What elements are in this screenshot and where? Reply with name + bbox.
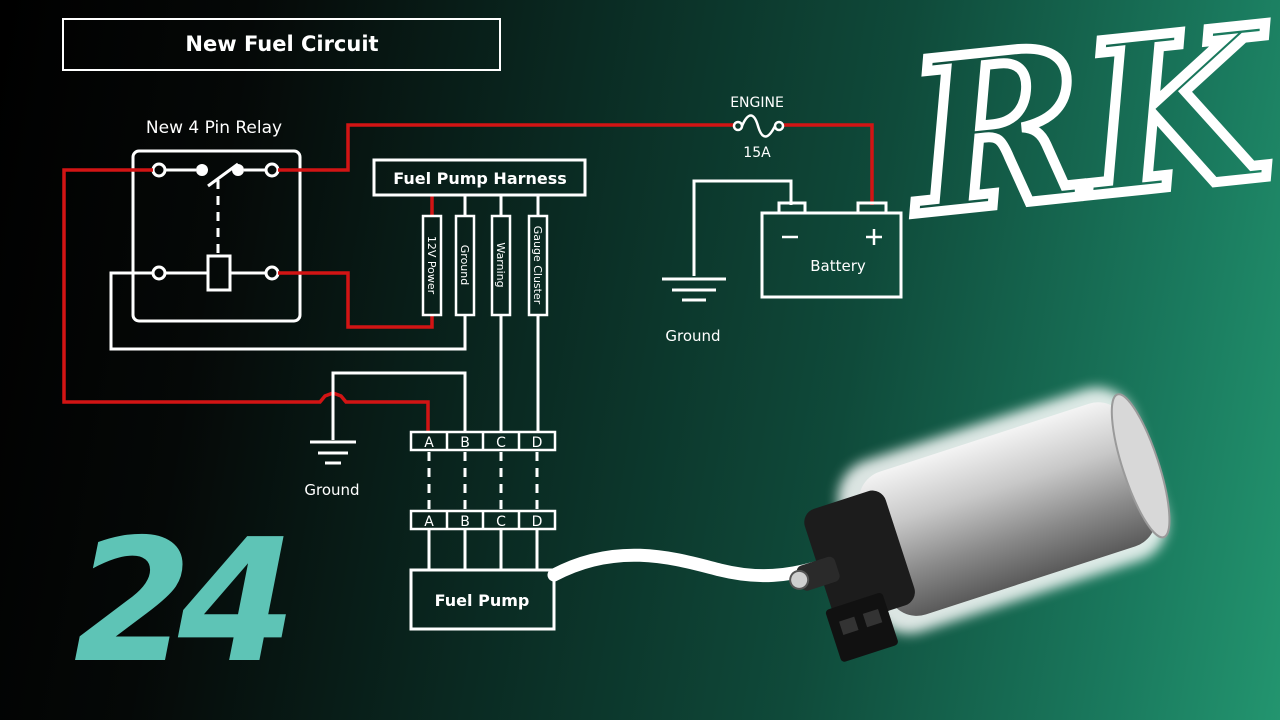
connector-top-b: B (460, 435, 470, 451)
connector-bottom-c: C (496, 514, 506, 530)
connector-top: A B C D (409, 430, 557, 452)
connector-bottom-a: A (424, 514, 434, 530)
harness-pin-warning (490, 214, 512, 317)
relay-pin-86 (151, 265, 167, 281)
rk-logo: RK (894, 0, 1280, 264)
fuel-pump-harness: Fuel Pump Harness 12V Power Ground Warni… (372, 158, 587, 317)
signal-wires (109, 179, 793, 440)
episode-number: 24 (74, 503, 286, 701)
harness-pin-gauge (527, 214, 549, 317)
relay-label: New 4 Pin Relay (146, 118, 282, 138)
fuse: ENGINE 15A (730, 95, 785, 161)
harness-pin-label-warning: Warning (494, 242, 507, 287)
fuel-pump-image (789, 387, 1171, 662)
fuel-pump-label: Fuel Pump (435, 591, 530, 610)
connector-top-a: A (424, 435, 434, 451)
relay-pin-85 (264, 265, 280, 281)
pump-cable (547, 548, 822, 583)
title-box: New Fuel Circuit (62, 18, 501, 71)
harness-pin-12v (421, 214, 443, 317)
fuse-icon (740, 114, 777, 138)
relay-coil (206, 254, 232, 292)
harness-pin-label-ground: Ground (458, 245, 471, 285)
harness-pin-label-gauge: Gauge Cluster (531, 226, 544, 305)
fuel-pump-box: Fuel Pump (409, 568, 556, 631)
connector-bottom-d: D (532, 514, 543, 530)
harness-pin-ground (454, 214, 476, 317)
battery-label: Battery (810, 257, 866, 275)
ground-label-top: Ground (665, 327, 720, 345)
ground-label-bottom: Ground (304, 481, 359, 499)
power-wires (62, 123, 874, 432)
connector-top-d: D (532, 435, 543, 451)
battery: Battery (760, 201, 903, 299)
harness-label: Fuel Pump Harness (393, 169, 567, 188)
ground-lower: Ground (304, 440, 360, 499)
ground-battery: Ground (662, 277, 726, 345)
page-title: New Fuel Circuit (185, 32, 378, 56)
relay: New 4 Pin Relay (131, 118, 302, 323)
connector-bottom: A B C D (409, 509, 557, 570)
fuse-rating: 15A (743, 145, 771, 161)
connector-links (427, 452, 539, 510)
connector-top-c: C (496, 435, 506, 451)
harness-pin-label-12v: 12V Power (425, 236, 438, 295)
relay-switch-arm (207, 162, 239, 188)
relay-pin-87 (264, 162, 280, 178)
relay-pivot (196, 164, 208, 176)
relay-pin-30 (151, 162, 167, 178)
fuse-label: ENGINE (730, 95, 784, 111)
connector-bottom-b: B (460, 514, 470, 530)
